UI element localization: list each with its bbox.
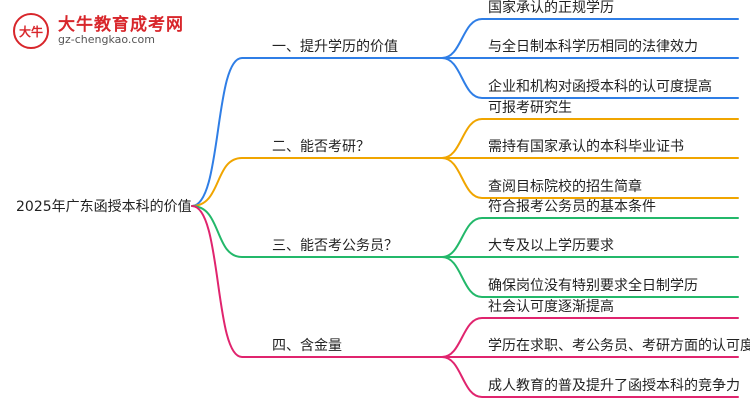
- leaf-label-1-1: 国家承认的正规学历: [488, 0, 614, 16]
- leaf-label-2-1: 可报考研究生: [488, 100, 572, 116]
- branch-connector-4: [191, 205, 443, 358]
- leaf-label-4-2: 学历在求职、考公务员、考研方面的认可度: [488, 338, 750, 354]
- leaf-label-4-3: 成人教育的普及提升了函授本科的竞争力: [488, 378, 740, 394]
- leaf-label-3-2: 大专及以上学历要求: [488, 238, 614, 254]
- branch-connector-3: [191, 205, 443, 258]
- branch-label-4: 四、含金量: [272, 338, 342, 354]
- leaf-label-2-3: 查阅目标院校的招生简章: [488, 179, 642, 195]
- leaf-label-3-1: 符合报考公务员的基本条件: [488, 199, 656, 215]
- brand-badge-icon: 大牛: [13, 13, 49, 49]
- leaf-label-3-3: 确保岗位没有特别要求全日制学历: [488, 278, 698, 294]
- leaf-connector-4-3: [441, 356, 739, 398]
- leaf-label-4-1: 社会认可度逐渐提高: [488, 299, 614, 315]
- root-topic: 2025年广东函授本科的价值: [16, 199, 192, 215]
- leaf-label-1-2: 与全日制本科学历相同的法律效力: [488, 39, 698, 55]
- brand-badge-text: 大牛: [19, 24, 43, 39]
- brand-url: gz-chengkao.com: [58, 33, 155, 46]
- leaf-connector-2-3: [441, 157, 739, 199]
- leaf-connector-3-3: [441, 256, 739, 298]
- brand-name: 大牛教育成考网: [58, 15, 184, 35]
- leaf-connector-3-1: [441, 217, 739, 258]
- leaf-connector-4-1: [441, 317, 739, 358]
- leaf-connector-1-3: [441, 57, 739, 99]
- branch-label-2: 二、能否考研？: [272, 139, 370, 155]
- brand-logo[interactable]: 大牛 大牛教育成考网 gz-chengkao.com: [6, 8, 183, 52]
- leaf-connector-1-1: [441, 18, 739, 59]
- branch-label-1: 一、提升学历的价值: [272, 39, 398, 55]
- leaf-connector-2-1: [441, 118, 739, 159]
- branch-connector-2: [191, 157, 443, 207]
- branch-connector-1: [191, 57, 443, 207]
- leaf-label-2-2: 需持有国家承认的本科毕业证书: [488, 139, 684, 155]
- leaf-label-1-3: 企业和机构对函授本科的认可度提高: [488, 79, 712, 95]
- branch-label-3: 三、能否考公务员？: [272, 238, 398, 254]
